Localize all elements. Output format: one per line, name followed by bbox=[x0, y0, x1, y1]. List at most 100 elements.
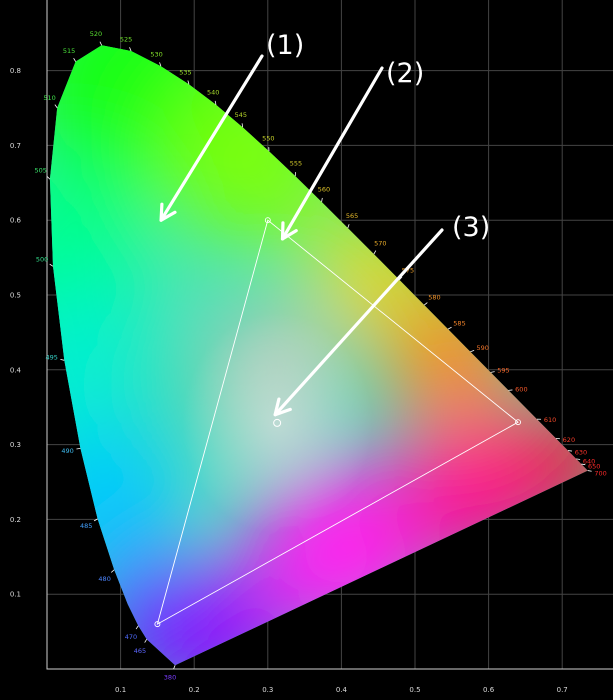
y-tick-label: 0.6 bbox=[10, 217, 22, 225]
x-tick-label: 0.3 bbox=[262, 686, 273, 694]
y-tick-label: 0.3 bbox=[10, 441, 21, 449]
triangle-vertex-1 bbox=[515, 419, 521, 426]
wavelength-label: 485 bbox=[80, 522, 92, 530]
annotation-arrow-3 bbox=[273, 228, 444, 417]
triangle-vertex-0 bbox=[264, 217, 271, 224]
wavelength-label: 545 bbox=[235, 111, 247, 119]
wavelength-label: 595 bbox=[497, 366, 509, 374]
wavelength-tick bbox=[581, 463, 586, 466]
wavelength-label: 630 bbox=[575, 449, 587, 457]
annotation-arrow-1 bbox=[159, 54, 264, 222]
wavelength-tick bbox=[159, 62, 162, 67]
wavelength-label: 535 bbox=[179, 68, 191, 76]
y-tick-label: 0.4 bbox=[10, 366, 22, 374]
x-tick-label: 0.1 bbox=[115, 686, 126, 694]
wavelength-label: 505 bbox=[35, 166, 47, 174]
wavelength-label: 585 bbox=[453, 320, 465, 328]
wavelength-tick bbox=[321, 197, 323, 202]
wavelength-tick bbox=[470, 350, 475, 353]
triangle-outline bbox=[156, 219, 519, 626]
wavelength-label: 565 bbox=[346, 212, 358, 220]
wavelength-tick bbox=[490, 371, 495, 373]
wavelength-tick bbox=[173, 665, 176, 670]
wavelength-label: 530 bbox=[150, 50, 162, 58]
gamut-triangle bbox=[154, 217, 521, 628]
wavelength-label: 470 bbox=[125, 633, 137, 641]
wavelength-label: 555 bbox=[290, 160, 302, 168]
wavelength-tick bbox=[399, 276, 403, 281]
x-tick-label: 0.5 bbox=[409, 686, 420, 694]
x-tick-label: 0.2 bbox=[189, 686, 200, 694]
annotation-label-1: (1) bbox=[266, 30, 304, 61]
y-tick-label: 0.1 bbox=[10, 591, 21, 599]
annotation-arrowhead-2 bbox=[280, 221, 298, 241]
wavelength-tick bbox=[144, 638, 148, 643]
wavelength-tick bbox=[129, 47, 132, 52]
wavelength-label: 520 bbox=[90, 30, 102, 38]
wavelength-label: 700 bbox=[594, 469, 606, 477]
annotation-label-2: (2) bbox=[386, 58, 424, 89]
wavelength-tick bbox=[99, 41, 103, 46]
x-tick-label: 0.4 bbox=[336, 686, 348, 694]
annotation-arrow-2 bbox=[280, 66, 384, 241]
wavelength-tick bbox=[73, 57, 76, 62]
x-tick-label: 0.7 bbox=[557, 686, 568, 694]
fill-blob-3 bbox=[49, 284, 169, 455]
wavelength-tick bbox=[347, 224, 350, 229]
annotations: (1) (2) (3) bbox=[159, 30, 490, 417]
wavelength-tick bbox=[49, 263, 54, 267]
wavelength-label: 570 bbox=[374, 239, 386, 247]
y-tick-label: 0.7 bbox=[10, 142, 21, 150]
wavelength-tick bbox=[76, 447, 81, 450]
annotation-label-3: (3) bbox=[452, 212, 490, 243]
fill-blob-6 bbox=[146, 561, 287, 666]
fill-blob-9 bbox=[514, 404, 588, 515]
wavelength-tick bbox=[447, 326, 452, 330]
white-glow bbox=[182, 312, 373, 533]
wavelength-tick bbox=[241, 123, 244, 128]
wavelength-label: 610 bbox=[544, 416, 556, 424]
wavelength-label: 560 bbox=[318, 186, 330, 194]
y-tick-label: 0.8 bbox=[10, 67, 21, 75]
wavelength-label: 465 bbox=[134, 647, 146, 655]
wavelength-tick bbox=[54, 104, 58, 109]
wavelength-label: 550 bbox=[262, 135, 274, 143]
wavelength-label: 620 bbox=[563, 436, 575, 444]
wavelength-tick bbox=[60, 358, 65, 361]
wavelength-tick bbox=[373, 250, 377, 255]
wavelength-label: 510 bbox=[43, 94, 55, 102]
wavelength-tick bbox=[110, 569, 115, 573]
wavelength-label: 500 bbox=[36, 256, 48, 264]
wavelength-label: 580 bbox=[428, 294, 440, 302]
wavelength-label: 650 bbox=[588, 463, 600, 471]
wavelength-tick bbox=[587, 470, 592, 472]
annotation-arrowhead-3 bbox=[273, 397, 292, 417]
wavelength-tick bbox=[214, 100, 217, 105]
wavelength-label: 575 bbox=[402, 267, 414, 275]
axes bbox=[46, 0, 613, 670]
wavelength-tick bbox=[46, 176, 51, 180]
triangle-vertex-2 bbox=[154, 621, 161, 628]
wavelength-tick bbox=[187, 80, 190, 85]
wavelength-label: 495 bbox=[45, 354, 57, 362]
annotation-arrowhead-1 bbox=[159, 202, 177, 222]
wavelength-label: 640 bbox=[583, 457, 595, 465]
wavelength-label: 490 bbox=[61, 447, 73, 455]
wavelength-label: 525 bbox=[120, 36, 132, 44]
wavelength-tick bbox=[93, 518, 98, 522]
wavelength-label: 515 bbox=[63, 47, 75, 55]
wavelength-labels: 380 465 470 480 485 490 495 500 505 510 515 520 525 5… bbox=[35, 30, 607, 682]
wavelength-label: 600 bbox=[515, 385, 527, 393]
wavelength-label: 480 bbox=[98, 575, 110, 583]
wavelength-tick bbox=[423, 302, 428, 306]
wavelength-label: 380 bbox=[164, 674, 176, 682]
wavelength-label: 540 bbox=[207, 89, 219, 97]
wavelength-label: 590 bbox=[476, 344, 488, 352]
wavelength-tick bbox=[135, 625, 139, 630]
white-point bbox=[273, 418, 282, 427]
y-tick-label: 0.5 bbox=[10, 292, 21, 300]
x-tick-label: 0.6 bbox=[483, 686, 495, 694]
